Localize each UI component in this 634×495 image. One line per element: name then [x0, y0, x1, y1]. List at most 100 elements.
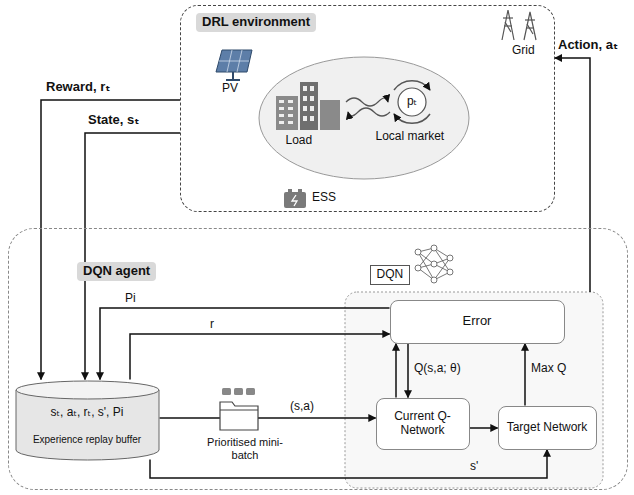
- drawing-stroke: [220, 402, 258, 430]
- ess-label: ESS: [312, 191, 336, 205]
- drawing-stroke: [527, 24, 533, 34]
- drawing-stroke: [303, 106, 307, 111]
- drawing-stroke: [502, 10, 514, 40]
- ellipse-outline: [258, 56, 470, 180]
- edge-label: Reward, rₜ: [46, 80, 110, 95]
- load-buildings: [276, 82, 340, 130]
- node-subtext: Local market: [376, 130, 445, 144]
- market-ellipse-shape: [259, 57, 469, 179]
- market-ellipse: Load Local market: [258, 56, 470, 180]
- replay-buffer: sₜ, aₜ, rₜ, s', Pi Experience replay buff…: [15, 380, 160, 460]
- drawing-stroke: [232, 72, 234, 80]
- node-text: DQN: [377, 268, 404, 282]
- drawing-stroke: [310, 106, 314, 111]
- edge-label: State, sₜ: [88, 113, 139, 128]
- node-text: DRL environment: [196, 13, 316, 32]
- environment-region: DRL environmentLoad Local market: [180, 5, 555, 212]
- error-box: Error: [390, 300, 565, 344]
- drawing-stroke: [276, 96, 298, 130]
- drawing-stroke: [415, 249, 421, 255]
- node-text: Target Network: [507, 421, 588, 435]
- drawing-stroke: [279, 107, 284, 110]
- node-subtext: Experience replay buffer: [15, 434, 160, 446]
- grid-towers: [502, 10, 536, 40]
- drawing-stroke: [346, 98, 388, 106]
- drawing-stroke: [279, 121, 284, 124]
- market-symbol: [394, 80, 430, 123]
- drawing-stroke: [310, 96, 314, 101]
- drawing-stroke: [303, 86, 307, 91]
- network-icon: [415, 245, 453, 283]
- drawing-stroke: [434, 258, 450, 280]
- exchange-arrows: [346, 98, 390, 116]
- drawing-stroke: [415, 265, 421, 271]
- agent-region: DQN agent sₜ, aₜ, rₜ, s', Pi Experience re…: [8, 228, 628, 490]
- grid-label: Grid: [512, 44, 535, 58]
- action-stub: [589, 228, 591, 292]
- edge-label: Max Q: [531, 362, 566, 376]
- mini-batch-label: Prioritised mini-batch: [194, 436, 296, 461]
- cylinder-outline: [15, 380, 160, 460]
- drawing-stroke: [300, 82, 318, 130]
- drawing-stroke: [503, 17, 513, 18]
- edge-label: (s,a): [290, 400, 314, 414]
- drawing-stroke: [220, 410, 258, 411]
- drawing-stroke: [431, 277, 437, 283]
- drawing-stroke: [431, 245, 437, 251]
- drawing-stroke: [398, 88, 426, 116]
- dqn-box: DQN: [370, 265, 411, 285]
- drawing-stroke: [298, 189, 302, 192]
- drawing-stroke: [320, 100, 340, 130]
- drawing-stroke: [394, 80, 430, 89]
- dqn-panel: [345, 292, 603, 488]
- drawing-stroke: [226, 79, 240, 81]
- connector-arrow: [555, 58, 590, 228]
- edge-label: Pi: [125, 292, 136, 306]
- edge-label: s': [470, 460, 478, 474]
- node-text: Current Q-Network: [382, 410, 464, 438]
- drawing-stroke: [288, 189, 292, 192]
- node-text: Error: [463, 314, 492, 329]
- drawing-stroke: [219, 61, 249, 62]
- cylinder-top: [16, 381, 159, 399]
- connector-arrow: [150, 450, 547, 479]
- drawing-stroke: [288, 121, 293, 124]
- drawing-stroke: [310, 86, 314, 91]
- drawing-stroke: [288, 100, 293, 103]
- drawing-stroke: [348, 108, 390, 116]
- connector-arrow: [160, 417, 376, 419]
- drawing-stroke: [525, 19, 535, 20]
- drawing-stroke: [505, 22, 511, 32]
- connector-arrow: [395, 344, 397, 398]
- drawing-stroke: [284, 192, 306, 208]
- edge-label: Action, aₜ: [558, 38, 618, 53]
- connector-arrow: [524, 344, 526, 406]
- drawing-stroke: [288, 114, 293, 117]
- node-text: sₜ, aₜ, rₜ, s', Pi: [15, 406, 160, 420]
- drawing-stroke: [303, 96, 307, 101]
- target-network: Target Network: [498, 406, 597, 450]
- drawing-stroke: [431, 261, 437, 267]
- drawing-stroke: [447, 269, 453, 275]
- edge-label: r: [210, 318, 214, 332]
- node-text: Load: [286, 134, 313, 148]
- connector-arrow: [130, 334, 390, 380]
- node-text: DQN agent: [77, 262, 156, 281]
- connector-arrow: [407, 344, 409, 398]
- mini-batch-icon: [220, 388, 258, 430]
- connector-arrow: [470, 427, 498, 429]
- drawing-stroke: [279, 114, 284, 117]
- edge-label: Q(s,a; θ): [414, 362, 461, 376]
- drawing-stroke: [447, 255, 453, 261]
- current-q-network: Current Q-Network: [376, 398, 470, 450]
- cylinder-body: [16, 390, 159, 460]
- drawing-stroke: [524, 12, 536, 40]
- drawing-stroke: [303, 116, 307, 121]
- drawing-stroke: [246, 388, 255, 395]
- drawing-stroke: [234, 388, 243, 395]
- pv-icon: [216, 50, 252, 80]
- drawing-stroke: [394, 114, 430, 123]
- drawing-stroke: [216, 50, 252, 72]
- ess-battery: [284, 189, 306, 208]
